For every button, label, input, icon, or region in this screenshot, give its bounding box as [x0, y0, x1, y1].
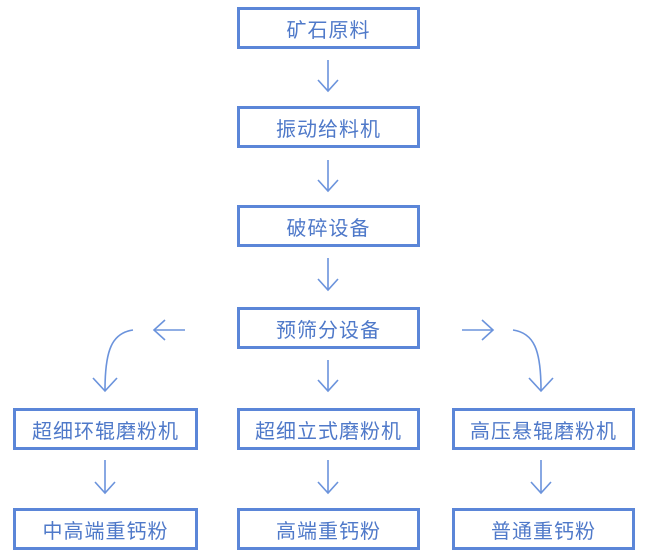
arrow-down-2 — [317, 160, 339, 193]
node-ore: 矿石原料 — [237, 7, 420, 49]
node-product-left: 中高端重钙粉 — [13, 508, 198, 550]
node-mill-left: 超细环辊磨粉机 — [13, 408, 198, 450]
node-mill-center: 超细立式磨粉机 — [237, 408, 420, 450]
arrow-curve-left — [92, 329, 134, 393]
node-mill-right: 高压悬辊磨粉机 — [452, 408, 635, 450]
node-label: 高端重钙粉 — [276, 518, 381, 543]
node-label: 中高端重钙粉 — [42, 518, 169, 543]
node-label: 高压悬辊磨粉机 — [470, 418, 617, 443]
arrow-down-3 — [317, 258, 339, 292]
arrow-curve-right — [512, 329, 554, 393]
arrow-right — [462, 319, 495, 341]
node-label: 普通重钙粉 — [491, 518, 596, 543]
node-product-right: 普通重钙粉 — [452, 508, 635, 550]
arrow-down-center — [317, 360, 339, 393]
node-product-center: 高端重钙粉 — [237, 508, 420, 550]
node-label: 振动给料机 — [276, 116, 381, 141]
node-label: 预筛分设备 — [276, 317, 381, 342]
arrow-down-product-center — [317, 460, 339, 495]
node-label: 超细立式磨粉机 — [255, 418, 402, 443]
arrow-down-1 — [317, 60, 339, 93]
arrow-down-product-left — [94, 460, 116, 495]
node-label: 矿石原料 — [286, 17, 371, 42]
arrow-left — [152, 319, 185, 341]
node-label: 超细环辊磨粉机 — [32, 418, 179, 443]
node-crusher: 破碎设备 — [237, 205, 420, 247]
node-feeder: 振动给料机 — [237, 106, 420, 148]
node-prescreen: 预筛分设备 — [237, 307, 420, 349]
arrow-down-product-right — [530, 460, 552, 495]
node-label: 破碎设备 — [286, 215, 371, 240]
